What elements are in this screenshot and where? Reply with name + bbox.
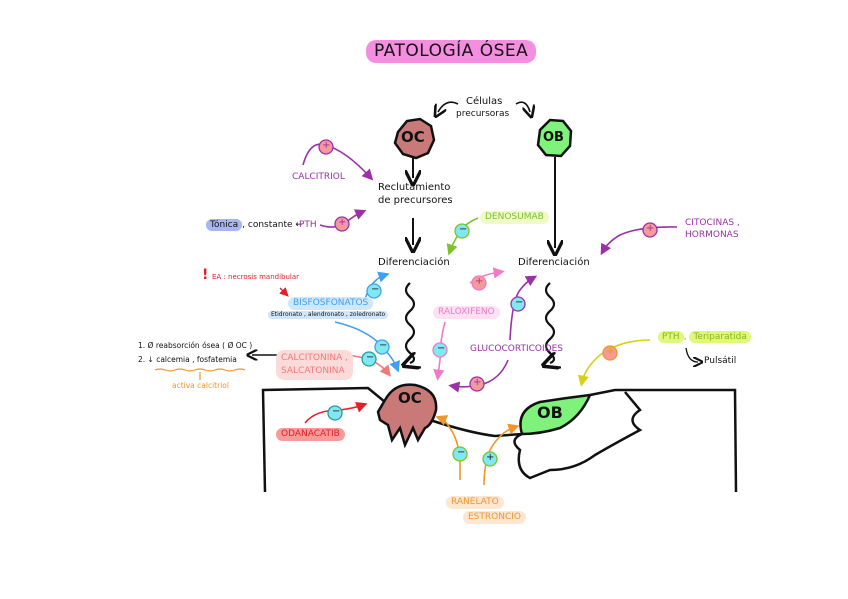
wavy-arrow-ob	[546, 282, 554, 363]
glucocorticoides-plus-badge	[469, 376, 485, 392]
osteoclast-precursor-shape	[393, 117, 436, 160]
odanacatib-sign: −	[332, 406, 341, 417]
bisfosfonatos-examples: Etidronato , alendronato , zoledronato	[268, 311, 389, 319]
bisfosfonatos-sign-2: −	[379, 340, 388, 351]
tonica-highlight: Tónica	[206, 219, 243, 231]
calcitonina-sign: −	[366, 352, 375, 363]
denosumab-minus-badge	[454, 223, 470, 239]
raloxifeno-sign-minus: −	[437, 343, 446, 354]
ranelato-label-line1: RANELATO	[446, 496, 504, 509]
ranelato-label-line2: ESTRONCIO	[463, 511, 526, 524]
citocinas-plus-badge	[642, 222, 658, 238]
pulsatil-note: Pulsátil	[704, 356, 737, 366]
oc-precursor-label: OC	[401, 128, 425, 146]
calcitriol-plus-badge	[318, 139, 334, 155]
calcitonina-label-line1: CALCITONINA ,	[281, 353, 348, 363]
pth-note: Tónica, constante ←	[206, 219, 303, 231]
pth-label: PTH	[299, 220, 317, 230]
pulsatil-hook-arrow	[685, 347, 698, 362]
denosumab-label: DENOSUMAB	[480, 211, 549, 224]
pth-sign: +	[338, 217, 347, 228]
glucocorticoides-sign-minus: −	[515, 297, 524, 308]
bisfosfonatos-minus-badge-2	[374, 339, 390, 355]
ob-precursor-label: OB	[543, 130, 564, 145]
osteoclast-label: OC	[398, 389, 422, 407]
calcitonina-label: CALCITONINA , SALCATONINA	[276, 350, 353, 380]
denosumab-sign: −	[459, 224, 468, 235]
glucocorticoides-sign-plus: +	[473, 377, 482, 388]
glucocorticoides-arrow-up	[509, 275, 538, 341]
bisfosfonatos-label: BISFOSFONATOS	[288, 297, 374, 310]
pth-note-arrow: ←	[295, 220, 303, 230]
bisfosfonatos-minus-badge-1	[366, 283, 382, 299]
recruitment-label-line1: Reclutamiento	[378, 182, 451, 193]
glucocorticoides-label: GLUCOCORTICOIDES	[470, 344, 563, 354]
raloxifeno-plus-badge	[471, 275, 487, 291]
odanacatib-minus-badge	[327, 405, 343, 421]
pth-note-rest: , constante	[242, 220, 293, 230]
bone-matrix-irregular	[513, 391, 643, 480]
differentiation-ob-label: Diferenciación	[518, 257, 590, 268]
ranelato-plus-badge	[482, 451, 498, 467]
citocinas-arrow	[600, 226, 678, 256]
adverse-effect-label: EA : necrosis mandibular	[212, 273, 300, 281]
calcitonina-effect-2: 2. ↓ calcemia , fosfatemia	[138, 355, 237, 364]
precursor-arrow-right	[515, 101, 530, 112]
calcitriol-label: CALCITRIOL	[292, 172, 345, 182]
ranelato-arrow-plus	[483, 423, 520, 486]
ranelato-sign-minus: −	[457, 447, 466, 458]
raloxifeno-label: RALOXIFENO	[433, 306, 500, 319]
calcitonina-effect-1: 1. Ø reabsorción ósea ( Ø OC )	[138, 341, 253, 350]
raloxifeno-minus-badge	[432, 342, 448, 358]
effects-wavy-underline	[154, 368, 246, 372]
citocinas-label-line1: CITOCINAS ,	[685, 218, 740, 228]
warning-icon: !	[202, 267, 209, 283]
teriparatida-pth: PTH	[658, 331, 684, 343]
bisfosfonatos-sign-1: −	[371, 284, 380, 295]
citocinas-label-line2: HORMONAS	[685, 230, 739, 240]
ranelato-minus-badge	[452, 446, 468, 462]
pth-plus-badge	[334, 216, 350, 232]
ranelato-sign-plus: +	[486, 452, 495, 463]
wavy-arrow-oc	[406, 282, 414, 363]
odanacatib-label: ODANACATIB	[276, 428, 345, 441]
raloxifeno-sign-plus: +	[475, 276, 484, 287]
teriparatida-name: Teriparatida	[689, 331, 751, 343]
osteoclast-shape	[376, 383, 438, 449]
differentiation-oc-label: Diferenciación	[378, 257, 450, 268]
teriparatida-arrow	[577, 339, 651, 387]
precursors-label-line2: precursoras	[456, 109, 510, 119]
calcitonina-label-line2: SALCATONINA	[281, 366, 345, 376]
osteoblast-shape	[519, 393, 593, 436]
activa-calcitriol-note: activa calcitriol	[172, 381, 229, 390]
teriparatida-plus-badge	[602, 345, 618, 361]
teriparatida-sep: ,	[683, 332, 687, 342]
ea-arrow	[279, 287, 289, 297]
teriparatida-label: PTH, Teriparatida	[658, 331, 751, 343]
precursor-arrow-left	[438, 101, 459, 112]
page-title: PATOLOGÍA ÓSEA	[366, 40, 537, 63]
calcitonina-minus-badge	[361, 351, 377, 367]
recruitment-label-line2: de precursores	[378, 195, 453, 206]
osteoblast-label: OB	[537, 403, 563, 422]
osteoblast-precursor-shape	[536, 118, 573, 158]
citocinas-sign: +	[646, 223, 655, 234]
calcitriol-sign: +	[322, 140, 331, 151]
precursors-label-line1: Células	[466, 96, 503, 107]
glucocorticoides-minus-badge	[510, 296, 526, 312]
teriparatida-sign: +	[606, 346, 615, 357]
